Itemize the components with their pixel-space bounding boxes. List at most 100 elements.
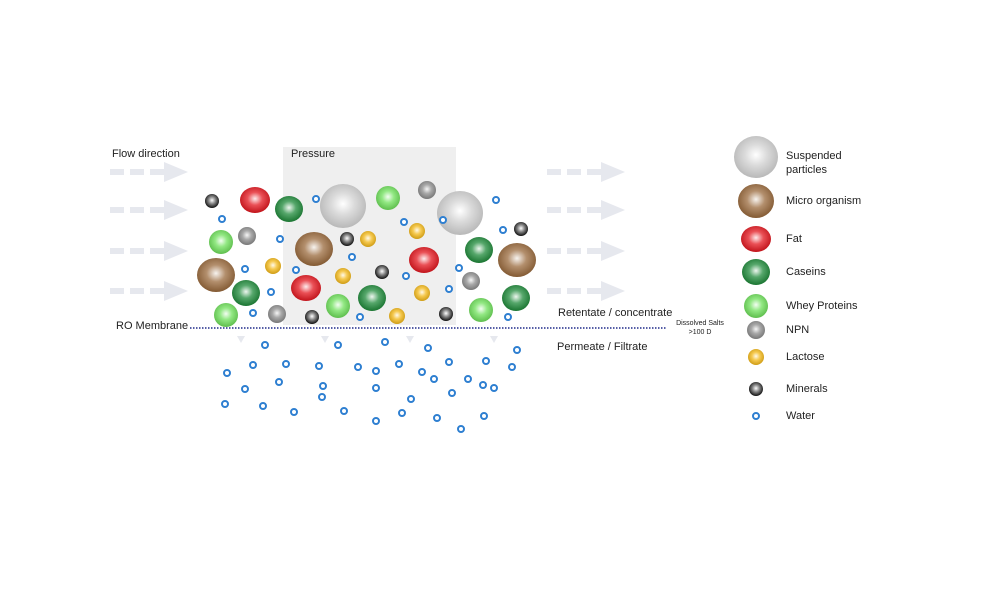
flow-arrow [547, 281, 625, 301]
flow-arrow [110, 241, 188, 261]
legend-label-fat: Fat [786, 232, 802, 246]
water-particle [312, 195, 320, 203]
legend-label-water: Water [786, 409, 815, 423]
lactose-particle [335, 268, 351, 284]
water-particle [276, 235, 284, 243]
permeate-arrow [490, 336, 498, 343]
water-particle [290, 408, 298, 416]
water-particle [282, 360, 290, 368]
water-particle [455, 264, 463, 272]
water-particle [249, 309, 257, 317]
water-particle [275, 378, 283, 386]
casein-particle [232, 280, 260, 306]
water-particle [418, 368, 426, 376]
water-particle [372, 417, 380, 425]
water-particle [356, 313, 364, 321]
water-particle [492, 196, 500, 204]
whey-particle [469, 298, 493, 322]
whey-particle [209, 230, 233, 254]
water-particle [340, 407, 348, 415]
water-particle [752, 412, 760, 420]
whey-particle [326, 294, 350, 318]
legend-label-line: particles [786, 164, 827, 176]
dissolved-salts-label: Dissolved Salts >100 D [672, 319, 728, 337]
water-particle [318, 393, 326, 401]
legend-label-line: Whey Proteins [786, 300, 858, 312]
legend-label-line: Micro organism [786, 195, 862, 207]
legend-swatch-suspended [734, 136, 778, 178]
water-particle [499, 226, 507, 234]
legend-label-micro: Micro organism [786, 194, 861, 208]
water-particle [445, 285, 453, 293]
legend-label-suspended: Suspended particles [786, 149, 842, 177]
water-particle [372, 367, 380, 375]
water-particle [372, 384, 380, 392]
water-particle [430, 375, 438, 383]
water-particle [267, 288, 275, 296]
water-particle [424, 344, 432, 352]
micro-particle [295, 232, 333, 266]
minerals-particle [514, 222, 528, 236]
water-particle [480, 412, 488, 420]
fat-particle [409, 247, 439, 273]
minerals-particle [305, 310, 319, 324]
water-particle [400, 218, 408, 226]
water-particle [457, 425, 465, 433]
flow-arrow [110, 281, 188, 301]
permeate-arrow [321, 336, 329, 343]
water-particle [433, 414, 441, 422]
lactose-particle [409, 223, 425, 239]
water-particle [439, 216, 447, 224]
dissolved-salts-line1: Dissolved Salts [676, 320, 724, 327]
legend-label-line: Suspended [786, 150, 842, 162]
dissolved-salts-line2: >100 D [688, 329, 712, 336]
water-particle [218, 215, 226, 223]
water-particle [445, 358, 453, 366]
water-particle [259, 402, 267, 410]
lactose-particle [414, 285, 430, 301]
retentate-label: Retentate / concentrate [558, 307, 673, 319]
micro-particle [498, 243, 536, 277]
water-particle [334, 341, 342, 349]
legend-swatch-casein [742, 259, 770, 285]
fat-particle [240, 187, 270, 213]
minerals-particle [340, 232, 354, 246]
permeate-label: Permeate / Filtrate [557, 341, 648, 353]
water-particle [241, 265, 249, 273]
water-particle [249, 361, 257, 369]
whey-particle [214, 303, 238, 327]
water-particle [490, 384, 498, 392]
legend-label-casein: Caseins [786, 265, 826, 279]
water-particle [504, 313, 512, 321]
minerals-particle [375, 265, 389, 279]
npn-particle [238, 227, 256, 245]
water-particle [292, 266, 300, 274]
npn-particle [462, 272, 480, 290]
water-particle [241, 385, 249, 393]
legend-label-line: NPN [786, 324, 810, 336]
legend-label-npn: NPN [786, 323, 809, 337]
permeate-arrow [237, 336, 245, 343]
water-particle [315, 362, 323, 370]
casein-particle [502, 285, 530, 311]
water-particle [448, 389, 456, 397]
permeate-arrow [406, 336, 414, 343]
water-particle [261, 341, 269, 349]
water-particle [381, 338, 389, 346]
water-particle [354, 363, 362, 371]
pressure-label: Pressure [291, 148, 336, 160]
water-particle [407, 395, 415, 403]
flow-arrow [110, 200, 188, 220]
legend-label-line: Caseins [786, 266, 826, 278]
water-particle [348, 253, 356, 261]
flow-arrow [547, 241, 625, 261]
water-particle [464, 375, 472, 383]
water-particle [513, 346, 521, 354]
legend-swatch-npn [747, 321, 765, 339]
lactose-particle [360, 231, 376, 247]
legend-label-lactose: Lactose [786, 350, 825, 364]
legend-swatch-whey [744, 294, 768, 318]
casein-particle [358, 285, 386, 311]
legend-label-whey: Whey Proteins [786, 299, 858, 313]
